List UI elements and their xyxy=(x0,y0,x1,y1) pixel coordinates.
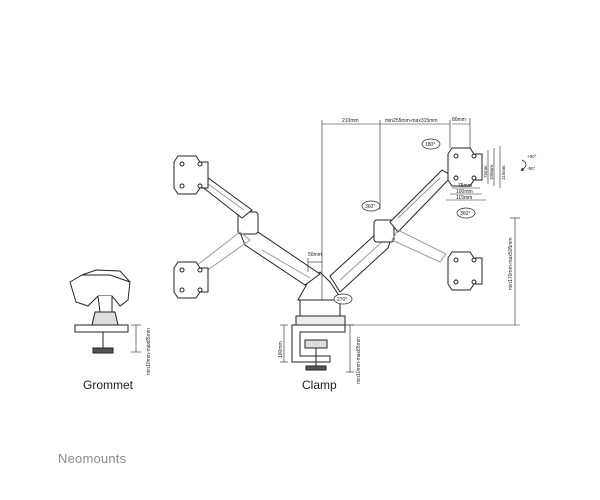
tilt-up-label: +90° xyxy=(527,154,537,159)
dim-50-label: 50mm xyxy=(308,252,322,258)
rotation-badges xyxy=(333,138,527,305)
rot-360-plate-label: 360° xyxy=(460,211,470,217)
vesa-plate-top-left xyxy=(173,155,209,195)
dimension-lines xyxy=(307,118,520,326)
vesa-plate-bottom-left xyxy=(173,261,209,299)
clamp-range-label: min10mm-max85mm xyxy=(356,337,362,384)
grommet-range-label: min10mm-max85mm xyxy=(146,328,152,375)
rot-180-label: 180° xyxy=(425,142,435,148)
rot-270-label: 270° xyxy=(337,297,347,303)
clamp-depth-label: 100mm xyxy=(278,341,284,358)
dim-height-range-label: min170mm-max505mm xyxy=(508,237,514,290)
vesa-plate-top-right xyxy=(447,147,483,187)
dim-115h-label: 115mm xyxy=(501,165,506,180)
arm-assembly xyxy=(195,169,453,301)
dim-210-label: 210mm xyxy=(342,118,359,124)
rot-360-arm-label: 360° xyxy=(365,204,375,210)
clamp-mount xyxy=(280,299,354,373)
dim-115w-label: 115mm xyxy=(456,195,472,201)
dim-100w-label: 100mm xyxy=(456,189,473,195)
tilt-down-label: -90° xyxy=(527,166,536,171)
dim-75w-label: 75mm xyxy=(458,183,472,189)
grommet-mount xyxy=(69,269,141,354)
dim-width-range-label: min255mm-max315mm xyxy=(385,118,438,124)
brand-logo: Neomounts xyxy=(58,451,127,466)
dim-80-label: 80mm xyxy=(452,117,466,123)
vesa-plate-bottom-right xyxy=(447,251,483,291)
dim-100h-label: 100mm xyxy=(489,165,494,180)
grommet-caption: Grommet xyxy=(83,378,134,392)
dim-75h-label: 75mm xyxy=(483,165,488,178)
clamp-caption: Clamp xyxy=(302,378,337,392)
